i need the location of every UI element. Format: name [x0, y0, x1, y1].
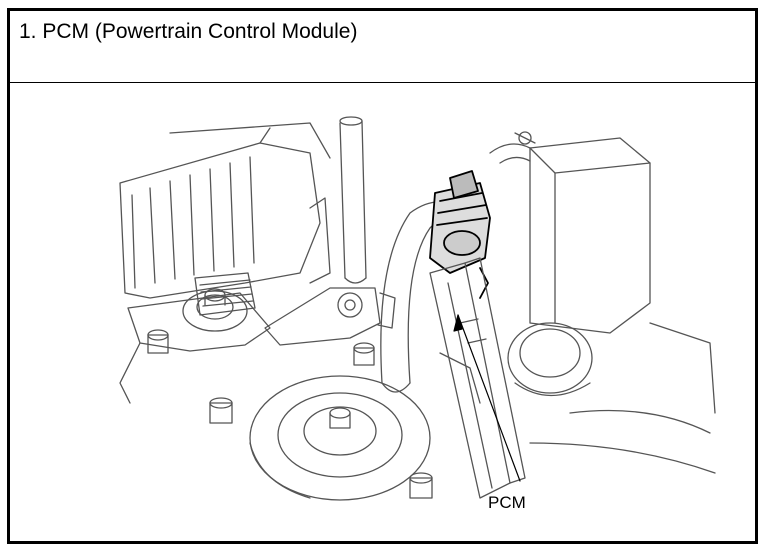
caption-header: 1. PCM (Powertrain Control Module) — [10, 11, 755, 83]
line-art-svg: PCM — [119, 116, 716, 512]
bolt-group — [147, 329, 433, 499]
mount-bracket — [264, 287, 396, 346]
pcm-connector — [429, 170, 491, 299]
intake-manifold — [119, 122, 331, 404]
pcm-module — [429, 257, 526, 499]
pcm-callout — [453, 314, 521, 482]
engine-bay-illustration: PCM — [10, 83, 755, 541]
pcm-callout-label: PCM — [488, 493, 526, 512]
body-panel-lines — [439, 322, 716, 474]
vertical-tube — [309, 116, 367, 284]
diagram-frame: 1. PCM (Powertrain Control Module) — [7, 8, 758, 544]
reservoir-cap — [507, 322, 593, 397]
strut-tower — [249, 375, 431, 501]
reservoir-tank — [489, 131, 651, 334]
mount-bolt-left — [182, 288, 248, 332]
page-title: 1. PCM (Powertrain Control Module) — [19, 20, 358, 43]
